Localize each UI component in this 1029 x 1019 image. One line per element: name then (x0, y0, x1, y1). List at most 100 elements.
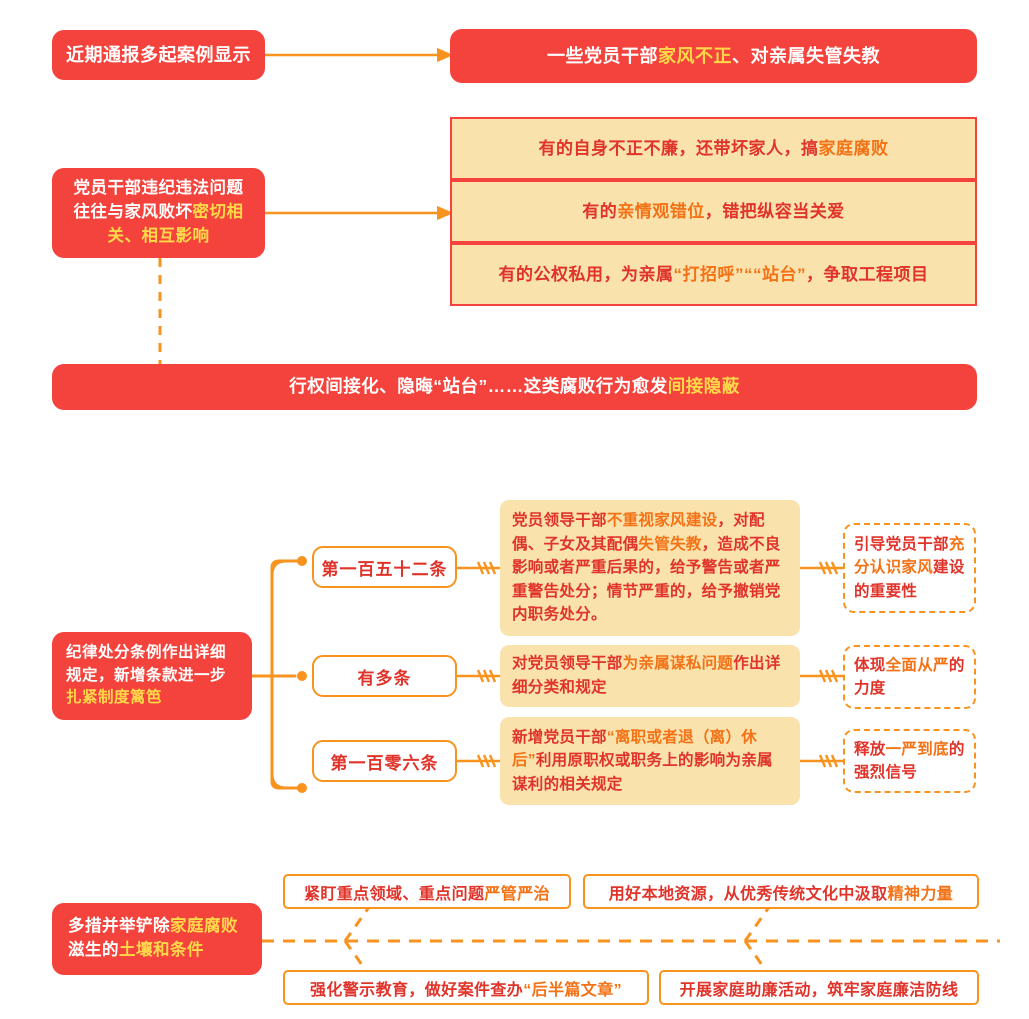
s3-pill-1[interactable]: 有多条 (312, 655, 457, 697)
s3-source-box[interactable]: 纪律处分条例作出详细 规定，新增条款进一步 扎紧制度篱笆 (52, 632, 252, 720)
s4-measure-3-prefix: 开展家庭助廉活动，筑牢家庭廉洁防线 (679, 981, 959, 999)
connector-s3-bracket-spine (270, 559, 297, 790)
s2-row-0-prefix: 有的自身不正不廉，还带坏家人，搞 (538, 138, 819, 158)
s3-source-line1: 纪律处分条例作出详细 (66, 644, 227, 662)
s4-source-box[interactable]: 多措并举铲除家庭腐败 滋生的土壤和条件 (52, 903, 262, 975)
s2-source-line1: 党员干部违纪违法问题 (73, 179, 244, 198)
s2-source-line2-prefix: 往往与家风败坏 (73, 203, 193, 222)
s3-outcome-1-h1: 全面从严 (885, 656, 949, 674)
s2-row-2-highlight: “打招呼”““站台” (673, 264, 806, 284)
s4-measure-0-highlight: 严管严治 (484, 885, 550, 903)
s2-banner-highlight: 间接隐蔽 (667, 376, 740, 397)
s4-measure-3-text: 开展家庭助廉活动，筑牢家庭廉洁防线 (680, 976, 959, 1000)
s4-measure-0-prefix: 紧盯重点领域、重点问题 (303, 885, 485, 903)
s3-detail-1-p1: 对党员领导干部 (512, 655, 623, 673)
s4-measure-1-prefix: 用好本地资源，从优秀传统文化中汲取 (608, 885, 888, 903)
s3-outcome-2[interactable]: 释放一严到底的强烈信号 (843, 729, 976, 793)
s4-source-line1-highlight: 家庭腐败 (170, 917, 238, 936)
s3-outcome-2-h1: 一严到底 (885, 740, 949, 758)
s3-detail-2-p2: 利用原职权或职务上的影响为亲属谋利的相关规定 (512, 752, 773, 793)
s4-source-line2: 滋生的土壤和条件 (68, 939, 204, 963)
s1-result-prefix: 一些党员干部 (547, 45, 658, 66)
s2-row-2-suffix: ，争取工程项目 (806, 264, 929, 284)
s2-row-2-text: 有的公权私用，为亲属“打招呼”““站台”，争取工程项目 (499, 263, 929, 287)
connector-detail-outcome-2 (800, 669, 843, 683)
s1-result-suffix: 、对亲属失管失教 (732, 45, 880, 66)
connector-pill-detail-2 (457, 669, 500, 683)
s2-banner-text: 行权间接化、隐晦“站台”……这类腐败行为愈发间接隐蔽 (289, 374, 740, 399)
s3-pill-0[interactable]: 第一百五十二条 (312, 546, 457, 588)
s3-detail-0-text: 党员领导干部不重视家风建设，对配偶、子女及其配偶失管失教，造成不良影响或者严重后… (512, 509, 788, 627)
connector-dot-3 (297, 783, 307, 793)
s4-measure-1[interactable]: 用好本地资源，从优秀传统文化中汲取精神力量 (583, 874, 979, 909)
connector-detail-outcome-3 (800, 754, 843, 768)
s3-outcome-2-text: 释放一严到底的强烈信号 (854, 738, 965, 785)
s1-result-box[interactable]: 一些党员干部家风不正、对亲属失管失教 (450, 29, 977, 83)
s4-source-line1: 多措并举铲除家庭腐败 (68, 915, 238, 939)
s2-row-0[interactable]: 有的自身不正不廉，还带坏家人，搞家庭腐败 (450, 117, 977, 180)
s2-source-line2: 往往与家风败坏密切相 (74, 201, 244, 225)
s2-row-1-prefix: 有的 (582, 201, 618, 221)
s4-measure-2-highlight: “后半篇文章” (523, 981, 622, 999)
connector-dot-2 (297, 671, 307, 681)
s3-detail-0-p3: ，造成不良影响或者严重后果的，给予警告或者严重警告处分；情节严重的，给予撤销党内… (512, 535, 781, 624)
s3-detail-0[interactable]: 党员领导干部不重视家风建设，对配偶、子女及其配偶失管失教，造成不良影响或者严重后… (500, 500, 800, 636)
s3-detail-1[interactable]: 对党员领导干部为亲属谋私问题作出详细分类和规定 (500, 645, 800, 707)
s3-detail-2[interactable]: 新增党员干部“离职或者退（离）休后”利用原职权或职务上的影响为亲属谋利的相关规定 (500, 717, 800, 805)
s3-outcome-1-p2: 的力度 (854, 656, 965, 697)
connector-detail-outcome-1 (800, 561, 843, 575)
s3-outcome-0[interactable]: 引导党员干部充分认识家风建设的重要性 (843, 523, 976, 613)
s2-row-1-suffix: ，错把纵容当关爱 (704, 201, 845, 221)
s3-detail-2-p1: 新增党员干部 (512, 728, 607, 746)
s3-detail-1-p2: 作出详细分类和规定 (512, 655, 781, 696)
s3-source-line2: 规定，新增条款进一步 (66, 666, 227, 684)
s4-measure-3[interactable]: 开展家庭助廉活动，筑牢家庭廉洁防线 (659, 970, 979, 1005)
s4-measure-1-highlight: 精神力量 (887, 885, 954, 903)
connector-pill-detail-1 (457, 561, 500, 575)
s3-detail-2-h1: “离职或者退（离）休后” (512, 728, 758, 770)
s2-source-line3: 关、相互影响 (107, 226, 210, 245)
s4-measure-2-prefix: 强化警示教育，做好案件查办 (309, 981, 524, 999)
s3-outcome-1[interactable]: 体现全面从严的力度 (843, 645, 976, 709)
s4-measure-1-text: 用好本地资源，从优秀传统文化中汲取精神力量 (609, 880, 953, 904)
s3-detail-2-text: 新增党员干部“离职或者退（离）休后”利用原职权或职务上的影响为亲属谋利的相关规定 (512, 726, 788, 797)
s4-source-line2-highlight: 土壤和条件 (119, 941, 204, 959)
s1-source-text: 近期通报多起案例显示 (66, 44, 251, 65)
s3-pill-2[interactable]: 第一百零六条 (312, 740, 457, 782)
connector-dot-1 (297, 556, 307, 566)
s4-source-line1-prefix: 多措并举铲除 (68, 917, 170, 936)
s3-outcome-1-text: 体现全面从严的力度 (854, 654, 965, 701)
s3-detail-0-h1: 不重视家风建设 (606, 512, 718, 530)
s3-outcome-0-p2: 建设的重要性 (854, 559, 965, 600)
s2-row-0-highlight: 家庭腐败 (818, 138, 889, 158)
s1-result-text: 一些党员干部家风不正、对亲属失管失教 (547, 43, 880, 69)
s4-measure-2-text: 强化警示教育，做好案件查办“后半篇文章” (310, 976, 622, 1000)
s2-row-0-text: 有的自身不正不廉，还带坏家人，搞家庭腐败 (539, 137, 889, 161)
s2-row-2-prefix: 有的公权私用，为亲属 (498, 264, 674, 284)
s4-measure-0[interactable]: 紧盯重点领域、重点问题严管严治 (283, 874, 571, 909)
s3-outcome-1-p1: 体现 (854, 656, 886, 674)
s2-row-1-text: 有的亲情观错位，错把纵容当关爱 (582, 200, 845, 224)
s3-source-line3: 扎紧制度篱笆 (66, 689, 163, 707)
s2-row-2[interactable]: 有的公权私用，为亲属“打招呼”““站台”，争取工程项目 (450, 243, 977, 306)
s3-outcome-2-p2: 的强烈信号 (854, 740, 965, 781)
s3-outcome-2-p1: 释放 (854, 740, 886, 758)
s3-detail-0-h2: 失管失教 (638, 535, 702, 553)
s2-source-line2-highlight: 密切相 (192, 203, 244, 222)
s3-outcome-0-p1: 引导党员干部 (854, 536, 949, 554)
s2-source-box[interactable]: 党员干部违纪违法问题 往往与家风败坏密切相 关、相互影响 (52, 168, 265, 258)
s3-pill-1-label: 有多条 (357, 668, 412, 688)
s2-banner[interactable]: 行权间接化、隐晦“站台”……这类腐败行为愈发间接隐蔽 (52, 364, 977, 410)
s2-row-1[interactable]: 有的亲情观错位，错把纵容当关爱 (450, 180, 977, 243)
s3-detail-0-p2: ，对配偶、子女及其配偶 (512, 512, 765, 553)
s4-measure-2[interactable]: 强化警示教育，做好案件查办“后半篇文章” (283, 970, 649, 1005)
s3-outcome-0-h1: 充分认识家风 (854, 536, 965, 577)
s3-pill-0-label: 第一百五十二条 (321, 559, 448, 579)
s4-source-line2-prefix: 滋生的 (68, 941, 119, 959)
s3-detail-0-p1: 党员领导干部 (512, 512, 607, 530)
connector-s3-bracket-bottom-curve (270, 773, 298, 790)
s2-banner-prefix: 行权间接化、隐晦“站台”……这类腐败行为愈发 (289, 376, 668, 397)
s1-source-box[interactable]: 近期通报多起案例显示 (52, 30, 265, 80)
s3-detail-1-h1: 为亲属谋私问题 (622, 655, 734, 673)
